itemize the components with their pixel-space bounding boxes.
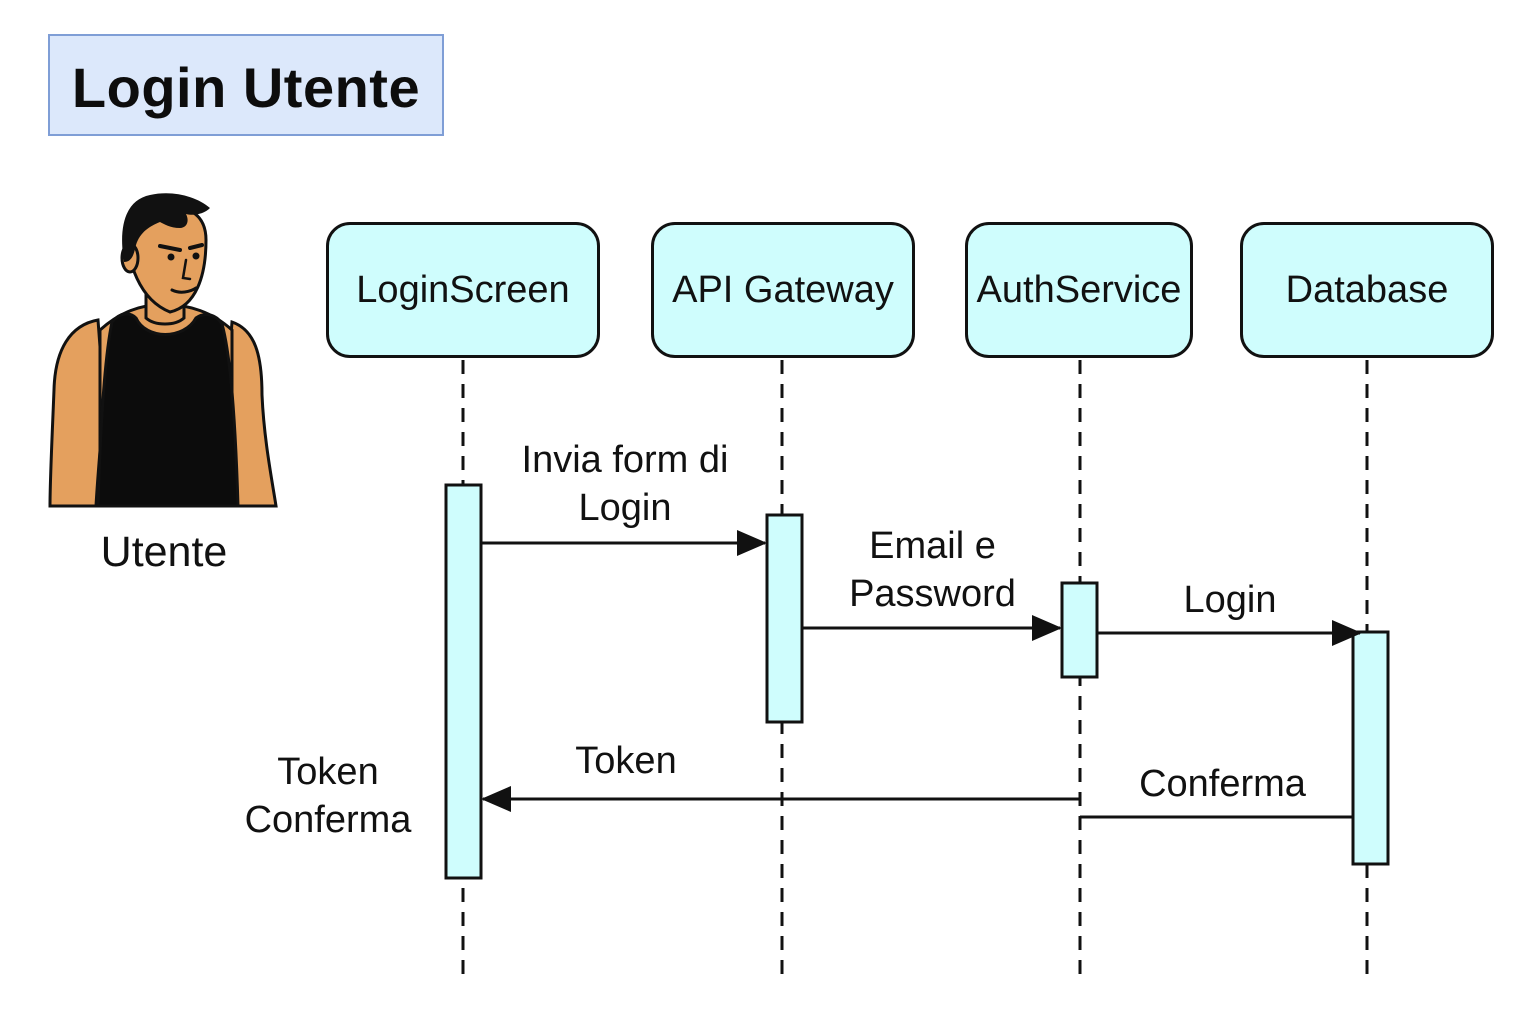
message-label-email-password: Email e Password	[849, 525, 1016, 615]
activation-loginscreen	[444, 483, 483, 880]
side-note-line-1: Token	[277, 751, 379, 793]
actor-label: Utente	[100, 528, 228, 576]
activation-apigateway	[765, 513, 804, 724]
message-label-invia-form: Invia form di Login	[521, 439, 729, 529]
participant-loginscreen: LoginScreen	[326, 222, 600, 358]
man-in-tank-top-icon	[48, 193, 278, 508]
message-label-token: Token	[575, 740, 677, 782]
participant-authservice: AuthService	[965, 222, 1193, 358]
activation-authservice	[1060, 581, 1099, 679]
participant-database: Database	[1240, 222, 1494, 358]
message-label-login: Login	[1183, 579, 1277, 621]
title-box: Login Utente	[48, 34, 444, 136]
message-label-conferma: Conferma	[1139, 763, 1306, 805]
side-note: Token Conferma	[228, 748, 428, 844]
diagram-title: Login Utente	[71, 55, 421, 119]
side-note-line-2: Conferma	[244, 799, 412, 841]
activation-database	[1351, 630, 1390, 866]
participant-api-gateway: API Gateway	[651, 222, 915, 358]
